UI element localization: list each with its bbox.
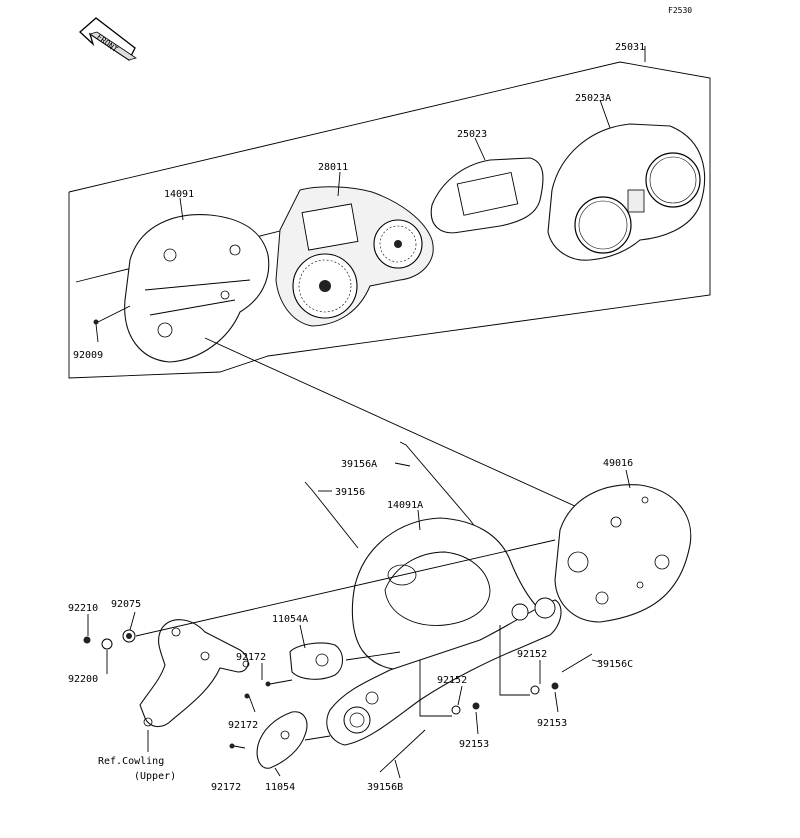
label-92210: 92210	[68, 603, 98, 614]
label-92172-a: 92172	[236, 652, 266, 663]
figure-code: F2530	[668, 6, 692, 15]
part-39156C-clip	[561, 653, 601, 673]
leader-49016	[204, 337, 611, 523]
part-11054A-bracket	[289, 624, 401, 680]
part-39156B-clip	[379, 729, 426, 779]
label-39156B: 39156B	[367, 782, 403, 793]
label-39156C: 39156C	[597, 659, 633, 670]
label-ref-cowling-upper: (Upper)	[134, 771, 176, 782]
label-14091A: 14091A	[387, 500, 423, 511]
part-11054-bracket	[256, 711, 331, 777]
label-11054: 11054	[265, 782, 295, 793]
part-25023-display-frame	[430, 137, 544, 234]
label-92009: 92009	[73, 350, 103, 361]
part-28011-meter-unit	[275, 171, 434, 327]
label-25031: 25031	[615, 42, 645, 53]
part-92172-screws	[229, 663, 293, 749]
part-39156A-clip	[394, 441, 477, 529]
front-direction-arrow: FRONT	[79, 17, 137, 61]
stay-bracket	[139, 619, 250, 752]
label-92075: 92075	[111, 599, 141, 610]
label-92153-center: 92153	[459, 739, 489, 750]
part-92075-92210-92200	[83, 539, 556, 674]
part-25023A-meter-cover	[547, 99, 706, 261]
label-14091: 14091	[164, 189, 194, 200]
part-92152-92153-right	[499, 625, 559, 713]
label-39156A: 39156A	[341, 459, 377, 470]
label-11054A: 11054A	[272, 614, 308, 625]
part-92009-screw	[93, 305, 131, 343]
label-92172-c: 92172	[211, 782, 241, 793]
lower-meter-pod	[326, 597, 562, 746]
label-39156: 39156	[335, 487, 365, 498]
label-92172-b: 92172	[228, 720, 258, 731]
label-92152-center: 92152	[437, 675, 467, 686]
label-49016: 49016	[603, 458, 633, 469]
label-28011: 28011	[318, 162, 348, 173]
label-92200: 92200	[68, 674, 98, 685]
part-14091-meter-case	[124, 197, 270, 363]
label-92152-right: 92152	[517, 649, 547, 660]
label-25023A: 25023A	[575, 93, 611, 104]
part-92152-92153-center	[419, 660, 480, 735]
label-25023: 25023	[457, 129, 487, 140]
part-39156-clip	[304, 481, 359, 549]
label-92153-right: 92153	[537, 718, 567, 729]
label-ref-cowling: Ref.Cowling	[98, 756, 164, 767]
part-49016-plate	[554, 469, 692, 623]
